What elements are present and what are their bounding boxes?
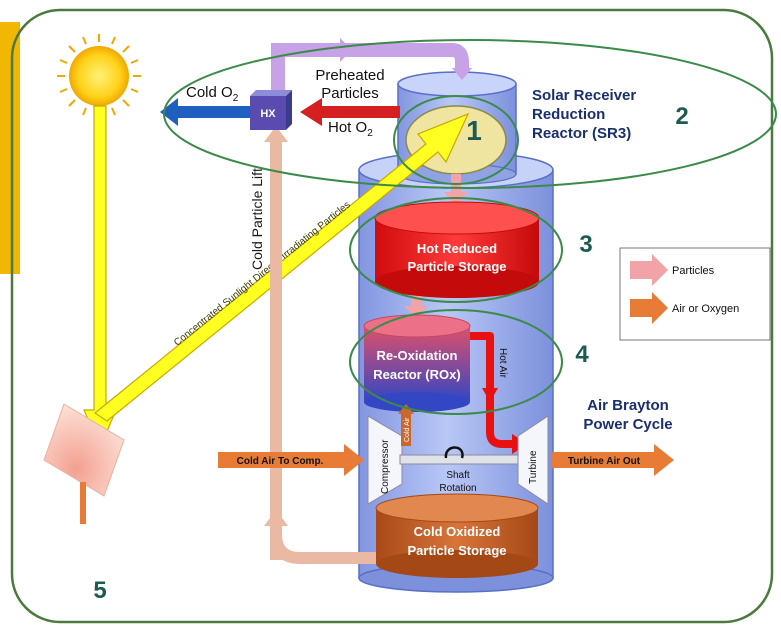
cold-storage-label-line1: Cold Oxidized — [414, 524, 501, 539]
legend-air-label: Air or Oxygen — [672, 303, 739, 315]
hot-air-arrowhead-mid — [482, 388, 498, 402]
highlight-ellipse-1 — [393, 95, 519, 185]
preheated-label-line1: Preheated — [315, 67, 384, 84]
legend-air-swatch — [630, 292, 668, 324]
compressor-label: Compressor — [380, 439, 391, 494]
cold-o2-label: Cold O2 — [186, 84, 239, 104]
highlight-ellipse-4 — [349, 309, 563, 415]
lift-arrowhead — [264, 126, 288, 142]
heliostat-mirror — [43, 403, 125, 497]
shaft — [399, 454, 519, 465]
shaft-label-line1: Shaft — [446, 470, 470, 481]
particle-flow-arrow-2 — [404, 296, 428, 318]
hot-storage-label-line2: Particle Storage — [408, 259, 507, 274]
highlight-ellipse-2 — [163, 39, 777, 189]
rox-label-line1: Re-Oxidation — [377, 348, 458, 363]
legend-particles-label: Particles — [672, 265, 715, 277]
hot-o2-arrow — [300, 98, 400, 126]
turbine-label: Turbine — [528, 450, 539, 484]
side-accent-bar — [0, 22, 20, 274]
outer-frame — [10, 8, 774, 624]
number-3: 3 — [579, 231, 592, 258]
number-1: 1 — [466, 115, 482, 146]
cold-air-riser — [401, 412, 411, 446]
cold-particle-storage: Cold Oxidized Particle Storage — [375, 493, 539, 578]
cold-air-in-arrow — [218, 444, 364, 476]
cold-storage-return — [270, 520, 382, 564]
hx-label: HX — [260, 108, 276, 120]
preheated-label-line2: Particles — [321, 85, 379, 102]
rox-label-line2: Reactor (ROx) — [373, 367, 460, 382]
compressor: Compressor — [367, 415, 403, 505]
heat-exchanger: HX — [250, 90, 292, 130]
legend-particles-swatch — [630, 254, 668, 286]
return-arrowhead — [264, 510, 288, 526]
turbine: Turbine — [517, 415, 549, 505]
brayton-label-line2: Power Cycle — [583, 416, 672, 433]
cold-storage-label-line2: Particle Storage — [408, 543, 507, 558]
legend: Particles Air or Oxygen — [619, 247, 771, 341]
sr3-label-line2: Reduction — [532, 106, 605, 123]
turbine-air-out-label: Turbine Air Out — [568, 456, 641, 467]
sunlight-ray-down — [83, 105, 117, 450]
loop-arrowhead-top — [340, 38, 352, 62]
number-5: 5 — [93, 577, 106, 604]
hot-particle-storage: Hot Reduced Particle Storage — [374, 201, 540, 298]
hot-air-label: Hot Air — [497, 348, 508, 379]
heliostat-post — [80, 482, 86, 524]
preheated-particle-loop — [271, 43, 469, 104]
shaft-rotation-icon — [444, 446, 464, 459]
hot-o2-label: Hot O2 — [328, 119, 373, 139]
cold-air-in-label: Cold Air To Comp. — [237, 456, 324, 467]
cold-o2-arrow — [160, 98, 252, 126]
cold-particle-lift-label: Cold Particle Lift — [249, 168, 265, 270]
shaft-label-line2: Rotation — [439, 483, 476, 494]
sun-icon — [57, 34, 141, 118]
sr3-label-line1: Solar Receiver — [532, 87, 636, 104]
number-2: 2 — [675, 103, 688, 130]
hot-storage-label-line1: Hot Reduced — [417, 241, 497, 256]
number-4: 4 — [575, 341, 589, 368]
highlight-ellipse-3 — [349, 197, 563, 303]
turbine-air-out-arrow — [552, 444, 674, 476]
sr3-label-line3: Reactor (SR3) — [532, 125, 631, 142]
cold-air-small-label: Cold Air — [404, 417, 411, 442]
brayton-label-line1: Air Brayton — [587, 397, 669, 414]
hot-air-path — [470, 332, 518, 448]
loop-arrowhead-down — [452, 68, 472, 80]
